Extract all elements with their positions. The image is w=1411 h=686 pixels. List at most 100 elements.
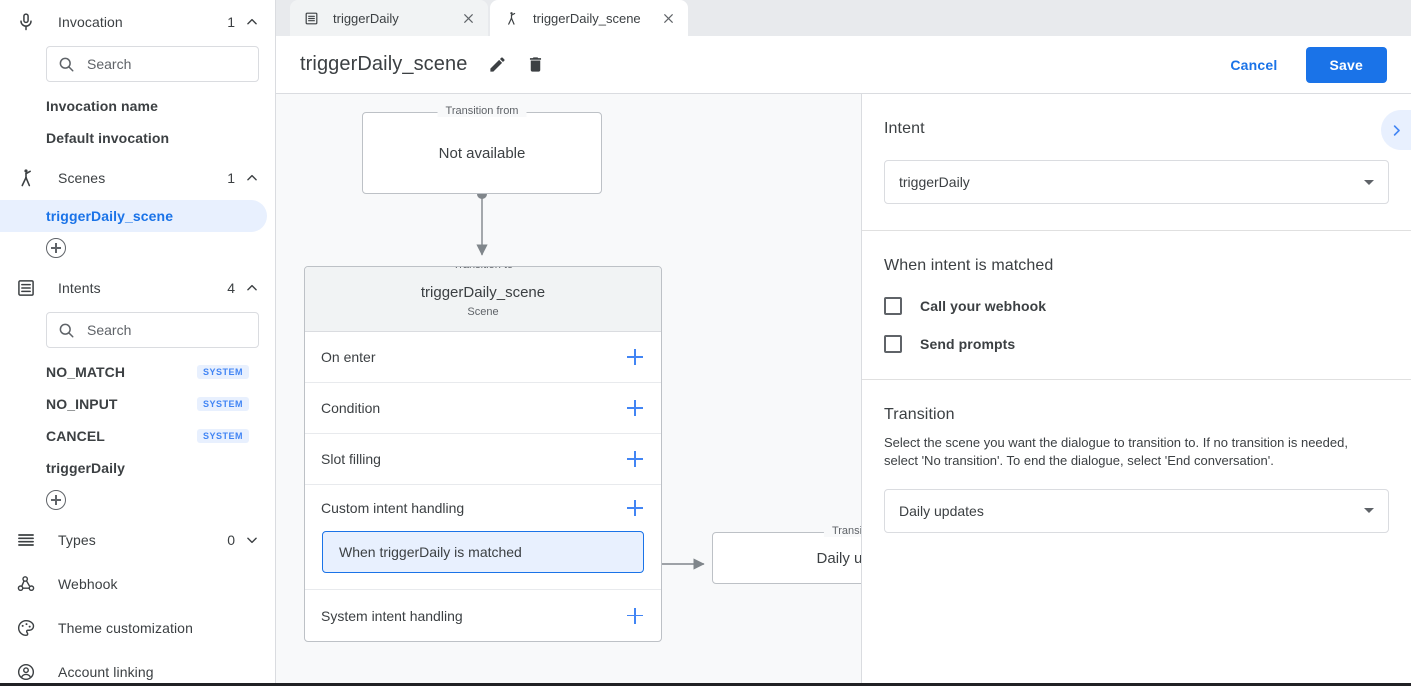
transition-from-value: Not available bbox=[438, 144, 526, 162]
chevron-down-icon bbox=[1364, 179, 1374, 185]
invocation-search-box[interactable] bbox=[46, 46, 270, 82]
intent-select-value: triggerDaily bbox=[899, 174, 970, 190]
checkbox-send-prompts[interactable]: Send prompts bbox=[884, 335, 1389, 353]
scene-row-label: Custom intent handling bbox=[321, 500, 465, 516]
panel-section-when-matched: When intent is matched Call your webhook… bbox=[862, 231, 1411, 380]
account-icon bbox=[14, 660, 38, 684]
transition-target-legend: Transition to bbox=[823, 525, 861, 537]
sidebar-section-label: Intents bbox=[58, 280, 101, 296]
intents-icon bbox=[14, 276, 38, 300]
microphone-icon bbox=[14, 10, 38, 34]
scene-row-slot-filling[interactable]: Slot filling bbox=[305, 434, 661, 485]
checkbox-box[interactable] bbox=[884, 335, 902, 353]
transition-select-value: Daily updates bbox=[899, 502, 984, 519]
add-slot-filling-button[interactable] bbox=[625, 449, 645, 469]
search-icon bbox=[59, 323, 74, 338]
sidebar-item-label: Default invocation bbox=[46, 130, 170, 146]
sidebar-section-label: Invocation bbox=[58, 14, 123, 30]
scene-row-label: Condition bbox=[321, 400, 381, 416]
scene-row-condition[interactable]: Condition bbox=[305, 383, 661, 434]
sidebar-item-account-linking[interactable]: Account linking bbox=[0, 650, 275, 686]
transition-description: Select the scene you want the dialogue t… bbox=[884, 435, 1348, 469]
checkbox-box[interactable] bbox=[884, 297, 902, 315]
chevron-right-icon[interactable] bbox=[1381, 110, 1411, 150]
scene-icon bbox=[14, 166, 38, 190]
page-header: triggerDaily_scene Cancel Save bbox=[276, 36, 1411, 94]
intents-search-box[interactable] bbox=[46, 312, 270, 348]
panel-section-intent: Intent triggerDaily bbox=[862, 94, 1411, 231]
sidebar-item-theme-customization[interactable]: Theme customization bbox=[0, 606, 275, 650]
chevron-up-icon[interactable] bbox=[245, 281, 259, 295]
sidebar-section-label: Types bbox=[58, 532, 96, 548]
close-icon[interactable] bbox=[458, 8, 478, 28]
sidebar-item-default-invocation[interactable]: Default invocation bbox=[0, 122, 267, 154]
sidebar-item-no-match[interactable]: NO_MATCH SYSTEM bbox=[0, 356, 267, 388]
scene-row-on-enter[interactable]: On enter bbox=[305, 332, 661, 383]
types-icon bbox=[14, 528, 38, 552]
checkbox-call-your-webhook[interactable]: Call your webhook bbox=[884, 297, 1389, 315]
add-scene-row bbox=[0, 232, 275, 266]
scene-row-label: System intent handling bbox=[321, 607, 463, 624]
add-condition-button[interactable] bbox=[625, 398, 645, 418]
add-intent-button[interactable] bbox=[46, 490, 66, 510]
sidebar-item-label: triggerDaily_scene bbox=[46, 208, 174, 224]
sidebar-item-triggerdaily-scene[interactable]: triggerDaily_scene bbox=[0, 200, 267, 232]
scene-graph-canvas[interactable]: Transition from Not available Transition… bbox=[276, 94, 862, 686]
sidebar-section-count: 0 bbox=[227, 532, 235, 548]
sidebar-item-triggerdaily[interactable]: triggerDaily bbox=[0, 452, 267, 484]
properties-panel: Intent triggerDaily When intent is match… bbox=[862, 94, 1411, 686]
pencil-icon[interactable] bbox=[485, 53, 509, 77]
trash-icon[interactable] bbox=[523, 53, 547, 77]
sidebar-item-label: Invocation name bbox=[46, 98, 158, 114]
sidebar-item-no-input[interactable]: NO_INPUT SYSTEM bbox=[0, 388, 267, 420]
intents-search-input[interactable] bbox=[85, 321, 270, 339]
intent-select[interactable]: triggerDaily bbox=[884, 160, 1389, 204]
search-icon bbox=[59, 57, 74, 72]
intent-section-title: Intent bbox=[884, 120, 925, 137]
add-system-intent-handler-button[interactable] bbox=[625, 606, 645, 626]
page-title: triggerDaily_scene bbox=[300, 53, 468, 75]
body-split: Transition from Not available Transition… bbox=[276, 94, 1411, 686]
sidebar-item-label: triggerDaily bbox=[46, 460, 125, 476]
palette-icon bbox=[14, 616, 38, 640]
intents-search-wrap bbox=[0, 310, 275, 356]
invocation-search-input[interactable] bbox=[85, 55, 270, 73]
intent-handler-chip[interactable]: When triggerDaily is matched bbox=[322, 531, 644, 573]
transition-from-card[interactable]: Transition from Not available bbox=[362, 105, 602, 194]
save-button[interactable]: Save bbox=[1305, 46, 1387, 83]
left-sidebar: Invocation 1 Invocation name Default inv… bbox=[0, 0, 276, 686]
chevron-up-icon[interactable] bbox=[245, 15, 259, 29]
sidebar-section-scenes[interactable]: Scenes 1 bbox=[0, 156, 275, 200]
transition-select[interactable]: Daily updates bbox=[884, 488, 1389, 533]
scene-card: Transition to triggerDaily_scene Scene O… bbox=[304, 266, 662, 642]
sidebar-section-types[interactable]: Types 0 bbox=[0, 518, 275, 562]
scene-tab-icon bbox=[504, 11, 522, 26]
webhook-icon bbox=[14, 572, 38, 596]
checkbox-label: Send prompts bbox=[920, 336, 1016, 352]
tab-triggerdaily-scene[interactable]: triggerDaily_scene bbox=[490, 0, 688, 36]
sidebar-section-invocation[interactable]: Invocation 1 bbox=[0, 0, 275, 44]
transition-to-legend: Transition to bbox=[444, 267, 522, 271]
transition-section-title: Transition bbox=[884, 406, 955, 423]
transition-from-legend: Transition from bbox=[437, 105, 527, 117]
scene-row-custom-intent-handling: Custom intent handling When triggerDaily… bbox=[305, 485, 661, 590]
close-icon[interactable] bbox=[658, 8, 678, 28]
cancel-button[interactable]: Cancel bbox=[1218, 48, 1289, 82]
sidebar-item-webhook[interactable]: Webhook bbox=[0, 562, 275, 606]
chevron-down-icon[interactable] bbox=[245, 533, 259, 547]
sidebar-section-intents[interactable]: Intents 4 bbox=[0, 266, 275, 310]
transition-target-card[interactable]: Transition to Daily updates bbox=[712, 525, 861, 584]
custom-intent-handling-header[interactable]: Custom intent handling bbox=[305, 485, 661, 531]
scene-row-system-intent-handling[interactable]: System intent handling bbox=[305, 590, 661, 641]
chevron-down-icon bbox=[1364, 508, 1374, 514]
chevron-up-icon[interactable] bbox=[245, 171, 259, 185]
sidebar-item-invocation-name[interactable]: Invocation name bbox=[0, 90, 267, 122]
add-scene-button[interactable] bbox=[46, 238, 66, 258]
sidebar-item-cancel[interactable]: CANCEL SYSTEM bbox=[0, 420, 267, 452]
add-custom-intent-handler-button[interactable] bbox=[625, 498, 645, 518]
window-bottom-edge bbox=[0, 683, 1411, 686]
add-on-enter-button[interactable] bbox=[625, 347, 645, 367]
sidebar-item-label: Account linking bbox=[58, 664, 154, 680]
tab-triggerdaily[interactable]: triggerDaily bbox=[290, 0, 488, 36]
